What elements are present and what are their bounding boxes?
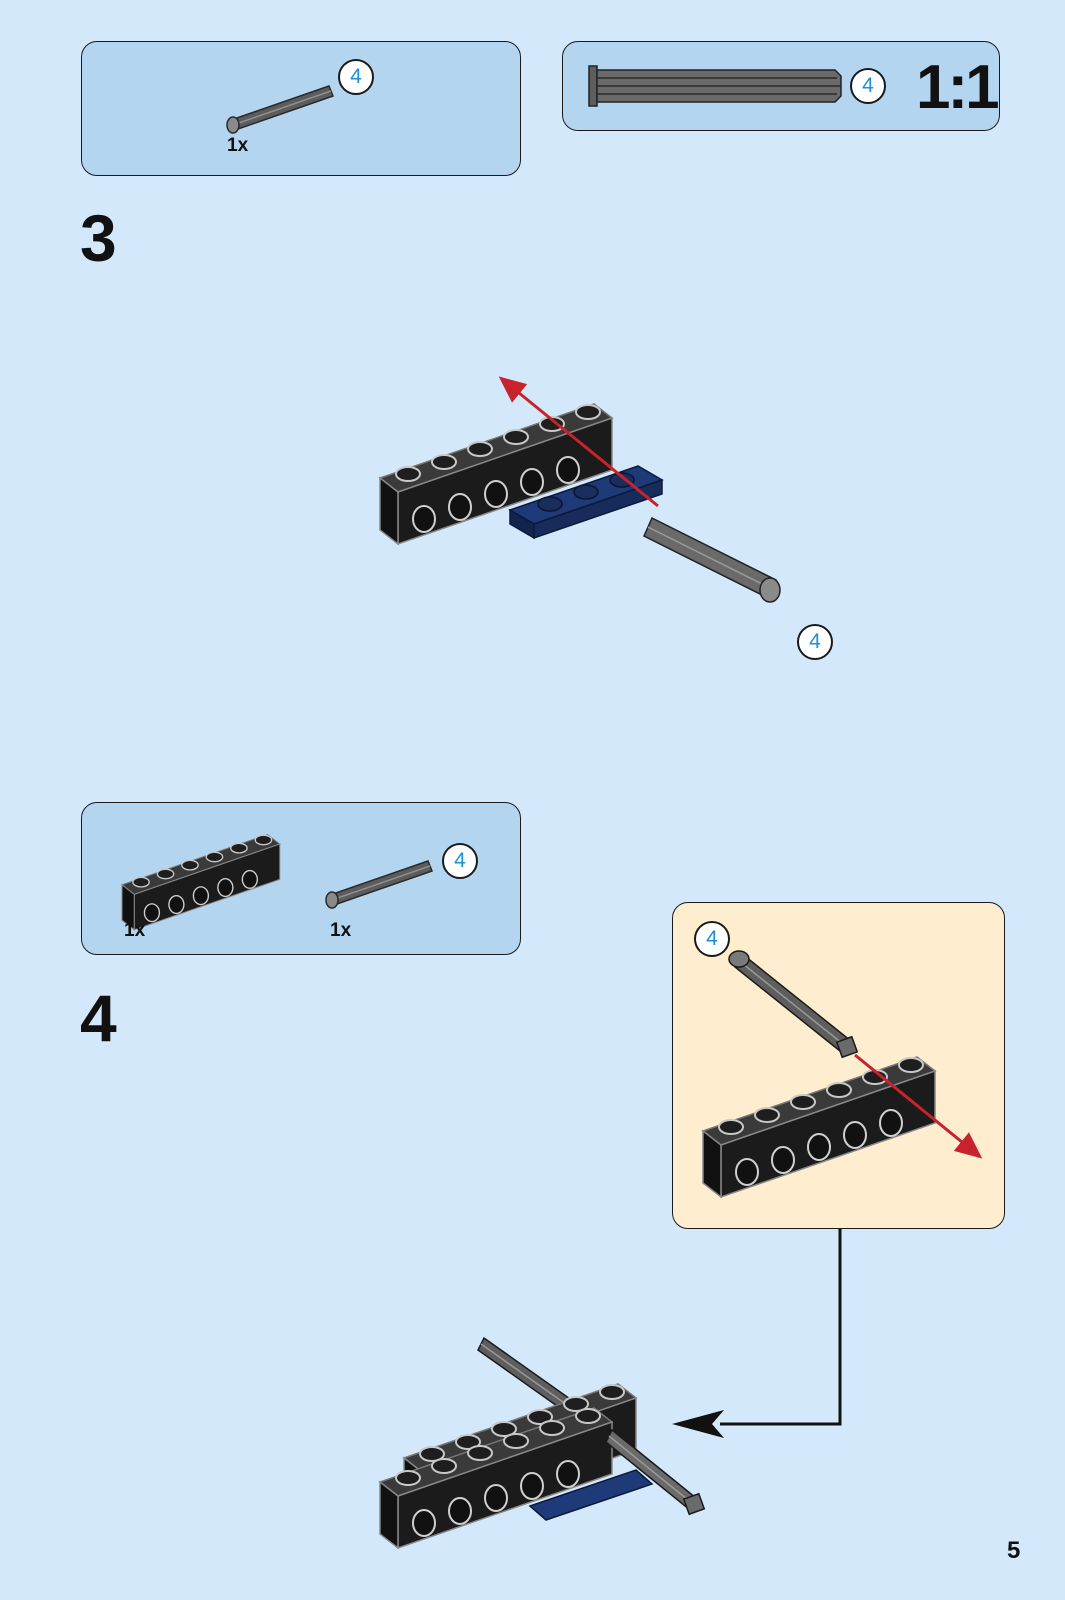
result-axle-front [606,1430,704,1514]
step4-result-illustration [380,1320,740,1570]
page-number: 5 [1007,1537,1020,1565]
